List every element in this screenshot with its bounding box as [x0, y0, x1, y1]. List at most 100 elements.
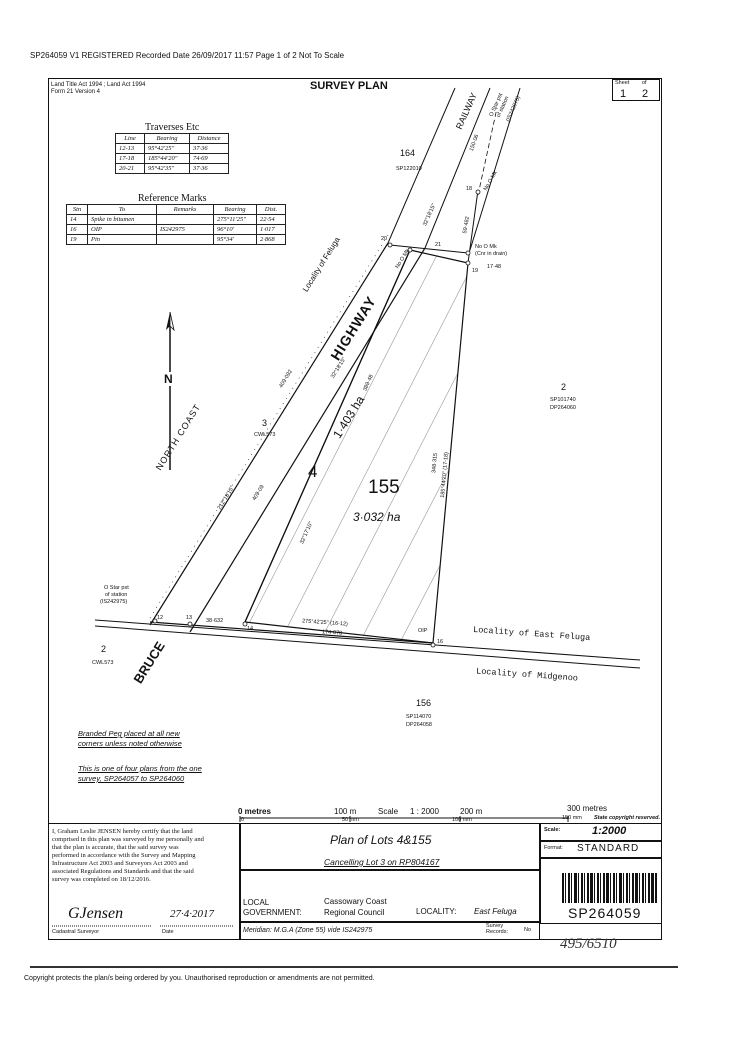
- scale-bar-graphic: [239, 816, 569, 822]
- ostar-left-2: of station: [105, 592, 128, 598]
- lot-4-number: 4: [308, 462, 318, 481]
- peg-note-1: Branded Peg placed at all new: [78, 729, 180, 738]
- side-format-box: [540, 841, 662, 858]
- station-19: 19: [472, 268, 479, 274]
- highway-west-extension: [387, 87, 456, 244]
- local-gov-box: [240, 870, 540, 922]
- peg-note-2: corners unless noted otherwise: [78, 739, 182, 748]
- locality-label: LOCALITY:: [416, 907, 457, 916]
- date-label: Date: [162, 929, 174, 935]
- surveyor-signature: GJensen: [68, 905, 124, 922]
- certificate-line: associated Regulations and Standards and…: [52, 868, 194, 875]
- ostar-left-3: (IS242975): [100, 599, 128, 605]
- certificate-line: that the plan is accurate, that the said…: [52, 844, 179, 851]
- station-13: 13: [186, 615, 193, 621]
- survey-records-2: Records:: [486, 929, 509, 935]
- station-12: 12: [157, 615, 164, 621]
- south-road-south: [94, 625, 641, 669]
- scalebar-100m: 100 m: [334, 807, 357, 816]
- acts-line-2: Form 21 Version 4: [51, 89, 101, 95]
- side-scale-box: [540, 823, 662, 841]
- handwritten-number: 495/6510: [560, 936, 617, 952]
- lot-155-number: 155: [368, 477, 400, 498]
- lot-2-right-plan-2: DP264060: [550, 405, 576, 411]
- plan-cancelling: Cancelling Lot 3 on RP804167: [324, 857, 440, 867]
- side-scale-label: Scale:: [544, 827, 561, 833]
- lot-156-plan-2: DP264058: [406, 722, 432, 728]
- sheet-label: Sheet: [615, 80, 630, 86]
- railway-dashed: [477, 107, 498, 196]
- lot-155-hatching: [245, 250, 468, 643]
- no-o-mk-a: No O Mk: [475, 244, 497, 250]
- council-2: Regional Council: [324, 908, 385, 917]
- side-scale-value: 1:2000: [592, 825, 627, 837]
- station-16: 16: [437, 639, 444, 645]
- south-road-north: [94, 619, 641, 661]
- meridian-box: [240, 922, 540, 940]
- signature-date: 27·4·2017: [170, 908, 214, 920]
- north-arrow-icon: [166, 311, 175, 470]
- certificate-line: survey was completed on 18/12/2016.: [52, 876, 151, 883]
- plan-title-box: [240, 823, 540, 870]
- scalebar-scale-word: Scale: [378, 807, 399, 816]
- certificate-line: I, Graham Leslie JENSEN hereby certify t…: [52, 828, 193, 835]
- surveyor-role: Cadastral Surveyor: [52, 929, 100, 935]
- station-markers: [152, 189, 481, 648]
- highway-east-extension: [424, 87, 491, 249]
- local-gov-label-1: LOCAL: [243, 898, 270, 907]
- lot-164: 164: [400, 148, 416, 158]
- copyright-notice: Copyright protects the plan/s being orde…: [24, 975, 375, 982]
- dim-38-632: 38·632: [206, 618, 224, 624]
- south-road-lot: [149, 621, 434, 644]
- side-barcode-box: [540, 858, 662, 924]
- lot-164-plan: SP122010: [396, 166, 422, 172]
- highway-west-boundary: [149, 242, 389, 626]
- scalebar-200m: 200 m: [460, 807, 483, 816]
- railway-line: [469, 87, 521, 251]
- lot-155-area: 3·032 ha: [353, 510, 401, 524]
- lot-2-right-plan: SP101740: [550, 397, 576, 403]
- side-format-label: Format:: [544, 845, 563, 851]
- plans-note-2: survey, SP264057 to SP264060: [78, 774, 185, 783]
- certificate-line: Infrastructure Act 2003 and Surveyors Ac…: [52, 860, 188, 867]
- north-letter: N: [164, 372, 173, 386]
- lot-4-east-boundary: [244, 249, 411, 623]
- lot-3: 3: [262, 418, 268, 428]
- state-copyright: State copyright reserved.: [594, 815, 661, 821]
- sheet-total: 2: [642, 88, 649, 100]
- segment-17-18: [467, 189, 479, 264]
- segment-20-21: [389, 244, 469, 254]
- scalebar-mm0: 0: [241, 817, 245, 823]
- certificate-box: [48, 823, 240, 940]
- plans-note-1: This is one of four plans from the one: [78, 764, 202, 773]
- barcode-icon: [562, 873, 657, 903]
- survey-records-1: Survey: [486, 923, 504, 929]
- lot-156-plan: SP114070: [406, 714, 432, 720]
- lot-3-plan: CWL573: [254, 432, 276, 438]
- side-format-value: STANDARD: [577, 843, 640, 854]
- sheet-number: 1: [620, 88, 627, 100]
- meridian: Meridian: M.G.A (Zone 55) vide IS242975: [243, 927, 373, 934]
- sheet-of-label: of: [642, 80, 647, 86]
- lot-2-left: 2: [101, 644, 107, 654]
- station-14: 14: [247, 626, 254, 632]
- locality-value: East Feluga: [474, 907, 517, 916]
- traverses-caption: Traverses Etc: [145, 122, 200, 133]
- cnr-drain: (Cnr in drain): [475, 251, 508, 257]
- cell: 37·36: [189, 163, 229, 174]
- cell: 2·868: [256, 234, 286, 245]
- lot-2-left-plan: CWL573: [92, 660, 114, 666]
- plan-title: Plan of Lots 4&155: [330, 833, 432, 847]
- council-1: Cassowary Coast: [324, 897, 387, 906]
- scalebar-0-metres: 0 metres: [238, 807, 271, 816]
- station-21: 21: [435, 242, 442, 248]
- highway-east-boundary: [189, 247, 426, 633]
- oip-label: OIP: [418, 628, 428, 634]
- survey-records-value: No: [524, 927, 532, 933]
- plan-number: SP264059: [568, 905, 642, 921]
- scalebar-mm150: 150 mm: [562, 815, 582, 821]
